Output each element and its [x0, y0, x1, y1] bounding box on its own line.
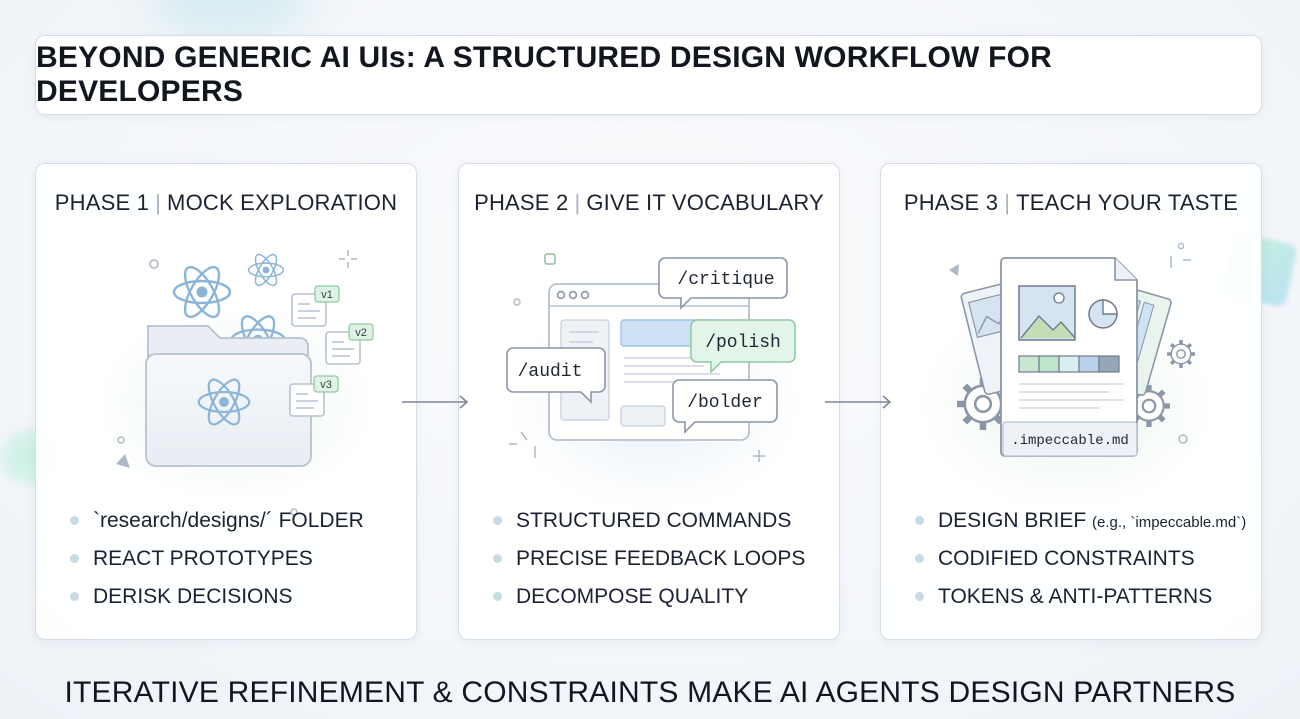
title-banner: BEYOND GENERIC AI UIs: A STRUCTURED DESI…: [35, 35, 1262, 115]
version-tag-v2: v2: [355, 327, 367, 339]
phase-3-label: PHASE 3: [903, 190, 999, 215]
phase-1-bullet-list: `research/designs/´ FOLDER REACT PROTOTY…: [70, 504, 364, 618]
command-audit: /audit: [518, 362, 583, 382]
phase-2-heading: PHASE 2|GIVE IT VOCABULARY: [474, 190, 824, 215]
version-card-v1: v1: [291, 285, 340, 327]
footer-tagline: ITERATIVE REFINEMENT & CONSTRAINTS MAKE …: [64, 676, 1236, 709]
phase-1-heading: PHASE 1|MOCK EXPLORATION: [54, 190, 398, 215]
command-bubble-polish: /polish: [690, 319, 796, 374]
document-icon: .impeccable.md: [1000, 257, 1138, 457]
list-item: `research/designs/´ FOLDER: [70, 504, 364, 542]
bullet-text: DESIGN BRIEF: [938, 509, 1087, 532]
react-atom-icon: [247, 250, 285, 290]
phase-1-panel: PHASE 1|MOCK EXPLORATION: [35, 163, 417, 640]
phase-2-name: GIVE IT VOCABULARY: [586, 190, 824, 215]
list-item: TOKENS & ANTI-PATTERNS: [915, 580, 1246, 618]
taste-document-illustration: .impeccable.md: [916, 242, 1216, 514]
version-tag-v1: v1: [321, 289, 333, 301]
version-card-v3: v3: [289, 375, 339, 417]
command-critique: /critique: [677, 270, 774, 290]
arrow-right-icon: [825, 395, 892, 409]
mock-exploration-illustration: v1 v2 v3: [96, 250, 376, 516]
arrow-right-icon: [402, 395, 469, 409]
vocabulary-illustration: /critique /polish /audit /bolder: [504, 253, 804, 514]
list-item: PRECISE FEEDBACK LOOPS: [493, 542, 805, 580]
phase-2-bullet-list: STRUCTURED COMMANDS PRECISE FEEDBACK LOO…: [493, 504, 805, 618]
command-bubble-critique: /critique: [658, 257, 788, 310]
bullet-note: (e.g., `impeccable.md`): [1092, 514, 1247, 531]
list-item: DERISK DECISIONS: [70, 580, 364, 618]
command-bubble-bolder: /bolder: [672, 379, 778, 434]
list-item: CODIFIED CONSTRAINTS: [915, 542, 1246, 580]
triangle-sparkle-icon: [949, 264, 959, 276]
triangle-sparkle-icon: [116, 454, 130, 468]
phase-3-heading: PHASE 3|TEACH YOUR TASTE: [903, 190, 1239, 215]
list-item: DECOMPOSE QUALITY: [493, 580, 805, 618]
command-bolder: /bolder: [687, 393, 763, 413]
list-item: STRUCTURED COMMANDS: [493, 504, 805, 542]
phase-2-label: PHASE 2: [474, 190, 569, 215]
phase-1-label: PHASE 1: [54, 190, 150, 215]
phase-3-bullet-list: DESIGN BRIEF (e.g., `impeccable.md`) COD…: [915, 504, 1246, 618]
decorative-glow: [150, 0, 310, 40]
doc-filename: .impeccable.md: [1011, 433, 1129, 449]
page-title: BEYOND GENERIC AI UIs: A STRUCTURED DESI…: [36, 41, 1052, 108]
list-item: REACT PROTOTYPES: [70, 542, 364, 580]
phase-3-name: TEACH YOUR TASTE: [1016, 190, 1239, 215]
command-bubble-audit: /audit: [506, 347, 606, 404]
phase-2-panel: PHASE 2|GIVE IT VOCABULARY: [458, 163, 840, 640]
version-tag-v3: v3: [320, 379, 332, 391]
phase-1-name: MOCK EXPLORATION: [167, 190, 398, 215]
phase-3-panel: PHASE 3|TEACH YOUR TASTE: [880, 163, 1262, 640]
command-polish: /polish: [705, 333, 781, 353]
folder-icon: [145, 325, 312, 467]
version-card-v2: v2: [325, 323, 374, 365]
list-item: DESIGN BRIEF (e.g., `impeccable.md`): [915, 504, 1246, 542]
